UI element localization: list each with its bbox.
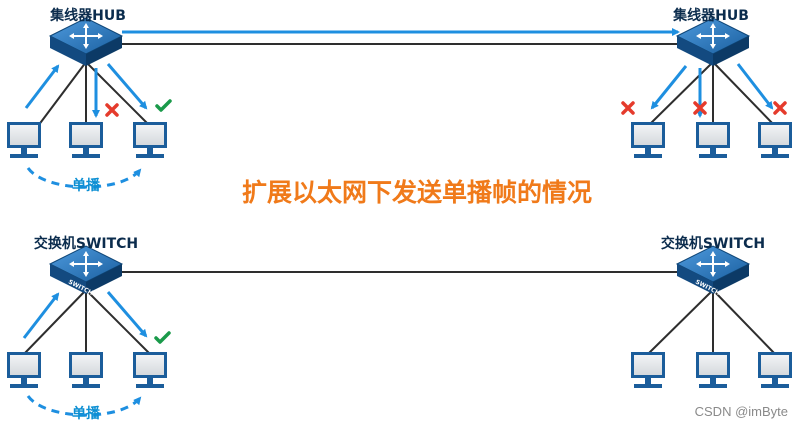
hub-scenario: 集线器HUB 集线器HUB 单播 [7,7,792,194]
computer-icon [7,122,41,158]
arrow-pc1-to-switch [22,292,60,339]
unicast-arc [26,395,142,417]
unicast-label: 单播 [72,177,101,194]
right-hub-icon [676,17,750,67]
arrow-pc1-to-hub [24,64,60,109]
link-left-switch-pc3 [85,289,151,355]
computer-icon [7,352,41,388]
link-right-switch-pc6 [712,289,776,355]
cross-icon [773,101,787,115]
arrow-hub-to-pc6 [736,63,774,110]
unicast-arc [26,167,142,189]
cross-icon [105,103,119,117]
link-right-hub-pc6 [712,61,776,127]
link-left-switch-pc1 [23,289,87,355]
switch-scenario: SWITCH SWITCH 交换机SWITCH 交换机SWITCH 单播 [7,235,792,422]
left-switch-label: 交换机SWITCH [34,235,138,252]
watermark: CSDN @imByte [695,404,788,419]
computer-icon [69,122,103,158]
computer-icon [696,352,730,388]
computer-icon [696,122,730,158]
link-right-switch-pc4 [647,289,714,355]
check-icon [155,99,172,112]
computer-icon [758,352,792,388]
computer-icon [631,122,665,158]
link-right-hub-pc4 [647,61,714,127]
arrow-switch-to-pc3 [106,291,148,338]
computer-icon [133,352,167,388]
link-left-hub-pc1 [37,61,87,127]
left-hub-icon [49,17,123,67]
cross-icon [621,101,635,115]
diagram-title: 扩展以太网下发送单播帧的情况 [242,178,592,207]
right-switch-label: 交换机SWITCH [661,235,765,252]
computer-icon [133,122,167,158]
check-icon [154,331,171,344]
unicast-label: 单播 [72,405,101,422]
computer-icon [758,122,792,158]
right-hub-label: 集线器HUB [672,7,749,24]
arrow-hub-to-pc3 [106,63,148,110]
computer-icon [69,352,103,388]
arrow-hub-to-pc4 [650,65,688,110]
computer-icon [631,352,665,388]
left-hub-label: 集线器HUB [49,7,126,24]
